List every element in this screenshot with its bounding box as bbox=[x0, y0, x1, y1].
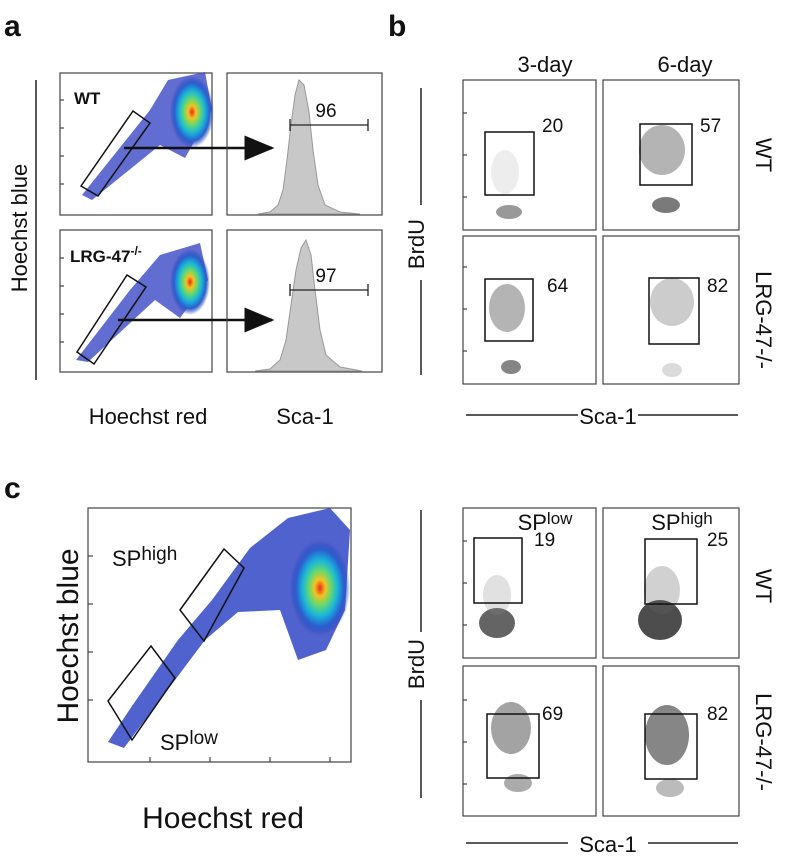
panel-c-plot-lrg47-sphigh: 82 bbox=[602, 665, 740, 817]
panel-b-percent-wt-3day: 20 bbox=[542, 116, 563, 137]
panel-a-sca1-percent-lrg47: 97 bbox=[315, 266, 336, 287]
panel-c-percent-lrg47-sphigh: 82 bbox=[707, 704, 728, 725]
panel-b-percent-lrg47-3day: 64 bbox=[547, 276, 569, 297]
panel-a-sp-gate-wt bbox=[79, 109, 152, 197]
panel-b-col-header-3day: 3-day bbox=[517, 52, 572, 77]
panel-c-sp-high-label: SPhigh bbox=[112, 544, 177, 571]
panel-b-col-header-6day: 6-day bbox=[657, 52, 712, 77]
panel-b: 3-day 6-day BrdU 20 57 WT bbox=[404, 52, 776, 429]
panel-letter-b: b bbox=[388, 10, 406, 43]
panel-a-flow-density-lrg47 bbox=[76, 243, 210, 362]
panel-a-histogram-lrg47: 97 bbox=[226, 229, 383, 373]
panel-a-flow-plot-wt: WT bbox=[59, 72, 214, 216]
panel-a-flow-density-wt bbox=[82, 72, 214, 200]
panel-a-x-axis-label-flow: Hoechst red bbox=[89, 404, 208, 429]
panel-b-x-axis-label: Sca-1 bbox=[579, 404, 636, 429]
panel-a-genotype-lrg47: LRG-47-/- bbox=[70, 244, 142, 266]
panel-b-percent-wt-6day: 57 bbox=[700, 116, 721, 137]
panel-c-percent-wt-splow: 19 bbox=[534, 530, 555, 551]
panel-c-brdu: SPlow SPhigh BrdU 19 25 WT bbox=[404, 507, 776, 857]
panel-a-y-axis-label: Hoechst blue bbox=[7, 164, 32, 292]
panel-letter-c: c bbox=[4, 472, 21, 505]
panel-c-brdu-y-axis-label: BrdU bbox=[404, 639, 429, 689]
panel-c-plot-wt-splow: 19 bbox=[462, 507, 597, 659]
panel-a-flow-plot-lrg47: LRG-47-/- bbox=[59, 229, 213, 373]
panel-c-row-label-lrg47: LRG-47-/- bbox=[751, 693, 776, 791]
panel-c-sp-low-label: SPlow bbox=[160, 728, 218, 755]
panel-c-flow: SPhigh SPlow Hoechst blue Hoechst red bbox=[52, 507, 352, 835]
panel-a-sp-gate-lrg47 bbox=[75, 273, 148, 366]
panel-letter-a: a bbox=[4, 10, 21, 43]
panel-a-x-axis-label-hist: Sca-1 bbox=[276, 404, 333, 429]
panel-b-plot-wt-3day: 20 bbox=[462, 79, 597, 231]
panel-a: Hoechst blue WT 96 bbox=[7, 72, 383, 429]
panel-c-brdu-x-axis-label: Sca-1 bbox=[579, 832, 636, 857]
panel-c-row-label-wt: WT bbox=[751, 569, 776, 603]
panel-a-sca1-percent-wt: 96 bbox=[315, 101, 336, 122]
panel-b-plot-lrg47-6day: 82 bbox=[602, 235, 740, 385]
panel-c-col-header-splow: SPlow bbox=[518, 509, 574, 535]
panel-b-row-label-wt: WT bbox=[751, 138, 776, 172]
panel-b-plot-lrg47-3day: 64 bbox=[462, 235, 597, 385]
panel-c-plot-lrg47-splow: 69 bbox=[462, 665, 597, 817]
panel-a-genotype-wt: WT bbox=[74, 89, 101, 108]
panel-a-histogram-wt: 96 bbox=[226, 72, 383, 216]
panel-c-sp-low-gate bbox=[107, 644, 176, 742]
panel-b-y-axis-label: BrdU bbox=[404, 219, 429, 269]
panel-c-x-axis-label: Hoechst red bbox=[142, 802, 304, 835]
panel-c-col-header-sphigh: SPhigh bbox=[651, 509, 713, 535]
panel-b-row-label-lrg47: LRG-47-/- bbox=[751, 271, 776, 369]
panel-c-y-axis-label: Hoechst blue bbox=[52, 548, 85, 723]
panel-c-percent-wt-sphigh: 25 bbox=[707, 530, 728, 551]
panel-c-sp-high-gate bbox=[179, 547, 245, 643]
panel-b-plot-wt-6day: 57 bbox=[602, 79, 740, 231]
panel-c-plot-wt-sphigh: 25 bbox=[602, 507, 740, 659]
panel-c-percent-lrg47-splow: 69 bbox=[542, 704, 563, 725]
panel-c-flow-frame bbox=[87, 507, 352, 763]
panel-b-percent-lrg47-6day: 82 bbox=[707, 276, 728, 297]
